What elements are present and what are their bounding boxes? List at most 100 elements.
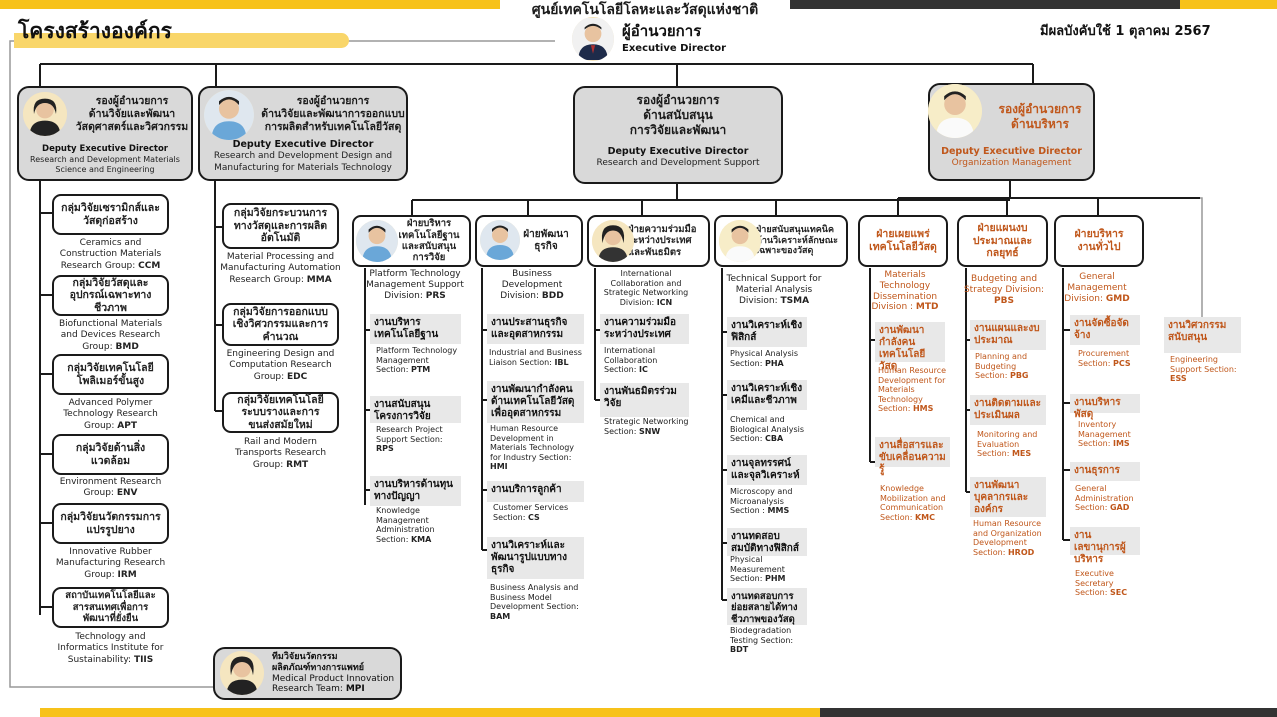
division-prs-desc: Platform Technology Management Support D… — [360, 269, 470, 301]
group-rmt-code: RMT — [286, 459, 309, 470]
section-sec-desc: Executive Secretary Section: SEC — [1075, 569, 1145, 598]
division-mtd-box: ฝ่ายเผยแพร่เทคโนโลยีวัสดุ — [858, 215, 948, 267]
division-bdd-code: BDD — [541, 290, 564, 301]
deputy-2-title-th: รองผู้อำนวยการ ด้านวิจัยและพัฒนาการออกแบ… — [258, 95, 408, 134]
section-mes-desc: Monitoring and Evaluation Section: MES — [977, 430, 1047, 459]
team-mpi-code: MPI — [345, 684, 365, 695]
section-mes-box: งานติดตามและประเมินผล — [970, 395, 1046, 425]
section-bdt-code: BDT — [730, 645, 749, 655]
group-edc-box: กลุ่มวิจัยการออกแบบเชิงวิศวกรรมและการคำน… — [222, 303, 339, 346]
group-mma-box: กลุ่มวิจัยกระบวนการทางวัสดุและการผลิตอัต… — [222, 203, 339, 249]
section-cs-code: CS — [527, 512, 540, 522]
section-ic-en: International Collaboration Section: — [604, 346, 658, 375]
team-mpi-th2: ผลิตภัณฑ์ทางการแพทย์ — [272, 662, 365, 673]
division-prs-title: ฝ่ายบริหารเทคโนโลยีฐานและสนับสนุนการวิจั… — [398, 218, 460, 264]
section-hrod-en: Human Resource and Organization Developm… — [973, 519, 1042, 557]
deputy-2-en1: Deputy Executive Director — [232, 139, 374, 150]
section-kmc-code: KMC — [914, 512, 935, 522]
deputy-4-th2: ด้านบริหาร — [1011, 117, 1069, 131]
group-tiis-en: Technology and Informatics Institute for… — [57, 632, 164, 665]
division-icn-en: International Collaboration and Strategi… — [603, 269, 689, 307]
section-gad-box: งานธุรการ — [1070, 462, 1140, 481]
deputy-2-avatar — [204, 90, 254, 140]
page-title: โครงสร้างองค์กร — [18, 19, 172, 43]
section-phm-box: งานทดสอบสมบัติทางฟิสิกส์ — [727, 528, 807, 556]
section-kmc-en: Knowledge Mobilization and Communication… — [880, 484, 946, 522]
group-apt-box: กลุ่มวิจัยเทคโนโลยีโพลิเมอร์ขั้นสูง — [52, 354, 169, 395]
section-gad-en: General Administration Section: — [1075, 484, 1134, 513]
section-gad-code: GAD — [1109, 503, 1130, 513]
bottom-stripe-yellow — [40, 708, 820, 717]
title-underline-bar — [14, 33, 349, 48]
section-mms-box: งานจุลทรรศน์และจุลวิเคราะห์ — [727, 455, 807, 485]
section-pcs-code: PCS — [1112, 358, 1131, 368]
section-mes-en: Monitoring and Evaluation Section: — [977, 430, 1038, 459]
group-bmd-en: Biofunctional Materials and Devices Rese… — [58, 319, 163, 352]
section-snw-box: งานพันธมิตรร่วมวิจัย — [600, 383, 689, 417]
section-ibl-code: IBL — [554, 357, 569, 367]
deputy-2-th2: ด้านวิจัยและพัฒนาการออกแบบ — [261, 108, 405, 121]
division-tsma-en: Technical Support for Material Analysis … — [726, 274, 822, 306]
deputy-3-title-th: รองผู้อำนวยการ ด้านสนับสนุน การวิจัยและพ… — [575, 93, 781, 138]
division-gmd-code: GMD — [1105, 293, 1130, 304]
group-apt-code: APT — [117, 420, 137, 431]
group-edc-desc: Engineering Design and Computation Resea… — [220, 349, 341, 383]
group-bmd-box: กลุ่มวิจัยวัสดุและอุปกรณ์เฉพาะทางชีวภาพ — [52, 275, 169, 316]
division-pbs-desc: Budgeting and Strategy Division: PBS — [960, 274, 1048, 306]
section-hms-en: Human Resource Development for Materials… — [878, 366, 947, 414]
section-ims-code: IMS — [1112, 439, 1130, 449]
section-phm-en: Physical Measurement Section: — [730, 555, 785, 584]
section-hmi-en: Human Resource Development in Materials … — [490, 424, 575, 462]
section-bam-desc: Business Analysis and Business Model Dev… — [490, 583, 584, 621]
deputy-1-en2: Research and Development Materials — [30, 155, 180, 165]
division-gmd-desc: General Management Division: GMD — [1058, 272, 1136, 304]
section-pha-desc: Physical Analysis Section: PHA — [730, 349, 808, 368]
division-icn-title: ฝ่ายความร่วมมือระหว่างประเทศและพันธมิตร — [628, 223, 697, 258]
group-rmt-en: Rail and Modern Transports Research Grou… — [234, 437, 327, 470]
section-rps-desc: Research Project Support Section: RPS — [376, 425, 461, 454]
division-pbs-code: PBS — [994, 295, 1014, 306]
top-stripe-yellow-right — [1180, 0, 1277, 9]
section-kmc-box: งานสื่อสารและขับเคลื่อนความรู้ — [875, 437, 950, 475]
section-cba-desc: Chemical and Biological Analysis Section… — [730, 415, 810, 444]
section-bam-en: Business Analysis and Business Model Dev… — [490, 583, 579, 612]
deputy-4-en1: Deputy Executive Director — [941, 146, 1082, 157]
deputy-1-avatar — [23, 92, 67, 136]
section-ims-desc: Inventory Management Section: IMS — [1078, 420, 1148, 449]
section-pha-code: PHA — [764, 358, 784, 368]
group-mma-code: MMA — [306, 274, 332, 285]
group-mma-desc: Material Processing and Manufacturing Au… — [220, 252, 341, 286]
section-ptm-code: PTM — [410, 365, 431, 375]
section-ic-box: งานความร่วมมือระหว่างประเทศ — [600, 314, 689, 344]
section-ptm-en: Platform Technology Management Section: — [376, 346, 458, 375]
group-edc-en: Engineering Design and Computation Resea… — [226, 349, 335, 382]
deputy-1-th1: รองผู้อำนวยการ — [95, 95, 169, 107]
section-sec-code: SEC — [1109, 588, 1128, 598]
deputy-1-th3: วัสดุศาสตร์และวิศวกรรม — [75, 121, 189, 134]
deputy-support-box — [573, 86, 783, 184]
group-mma-en: Material Processing and Manufacturing Au… — [220, 252, 341, 285]
section-ic-desc: International Collaboration Section: IC — [604, 346, 689, 375]
section-snw-desc: Strategic Networking Section: SNW — [604, 417, 689, 436]
division-pbs-en: Budgeting and Strategy Division: — [963, 274, 1045, 295]
group-rmt-desc: Rail and Modern Transports Research Grou… — [220, 437, 341, 471]
deputy-1-en3: Science and Engineering — [55, 165, 155, 175]
group-rmt-box: กลุ่มวิจัยเทคโนโลยีระบบรางและการขนส่งสมั… — [222, 392, 339, 433]
director-title-en: Executive Director — [622, 43, 727, 54]
top-stripe-yellow-left — [0, 0, 500, 9]
group-irm-desc: Innovative Rubber Manufacturing Research… — [50, 547, 171, 581]
division-prs-en: Platform Technology Management Support D… — [366, 269, 464, 301]
section-kma-box: งานบริหารด้านทุนทางปัญญา — [370, 476, 461, 506]
section-cs-en: Customer Services Section: — [493, 503, 569, 522]
section-mms-en: Microscopy and Microanalysis Section : — [730, 487, 793, 516]
section-ims-box: งานบริหารพัสดุ — [1070, 394, 1140, 420]
section-sec-en: Executive Secretary Section: — [1075, 569, 1114, 598]
center-title: ศูนย์เทคโนโลยีโลหะและวัสดุแห่งชาติ — [531, 2, 759, 18]
division-pbs-box: ฝ่ายแผนงบประมาณและกลยุทธ์ — [957, 215, 1048, 267]
section-cba-en: Chemical and Biological Analysis Section… — [730, 415, 805, 444]
director-avatar — [572, 17, 614, 61]
division-tsma-avatar — [719, 220, 761, 262]
deputy-3-th3: การวิจัยและพัฒนา — [629, 123, 727, 137]
section-bdt-en: Biodegradation Testing Section: — [730, 626, 794, 645]
section-cba-code: CBA — [764, 434, 784, 444]
